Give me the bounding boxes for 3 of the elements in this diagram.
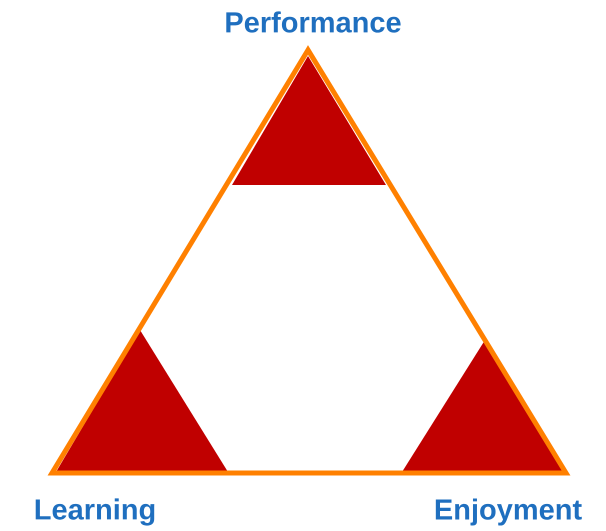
corner-label: Enjoyment	[436, 498, 582, 526]
corner-label: Performance	[226, 11, 401, 33]
corner-label: Learning	[36, 498, 154, 526]
